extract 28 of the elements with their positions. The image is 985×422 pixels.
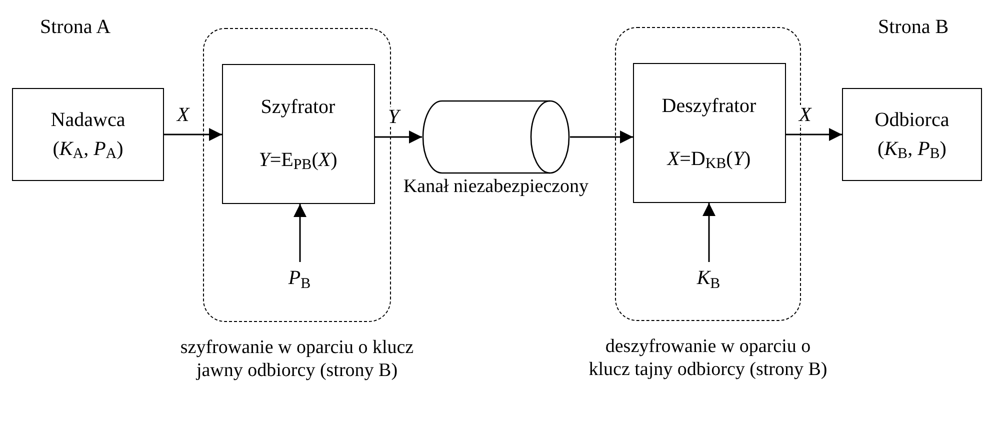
key-label: K$_{B}$ (696, 266, 720, 291)
process-box (842, 88, 982, 181)
process-box (222, 64, 374, 204)
formula: (K$_{A}$, P$_{A}$) (52, 136, 124, 162)
formula: (K$_{B}$, P$_{B}$) (878, 136, 946, 162)
process-box (12, 88, 164, 181)
process-box (632, 62, 786, 202)
block-title: Odbiorca (874, 108, 950, 132)
node-label: szyfrowanie w oparciu o klucz jawny odbiorcy (strony B) (180, 337, 414, 381)
block-title: Deszyfrator (662, 94, 756, 118)
block-title: Nadawca (50, 108, 126, 132)
node-label: deszyfrowanie w oparciu o klucz tajny odbiorcy (strony B) (588, 336, 828, 380)
arrow (164, 128, 222, 141)
arrow (786, 128, 842, 141)
edge-label: X (177, 104, 190, 126)
key-label: P$_{B}$ (288, 266, 311, 291)
node-label: Kanał niezabezpieczony (403, 176, 589, 197)
arrow (702, 203, 716, 262)
arrow (375, 130, 422, 144)
arrow (570, 130, 633, 144)
side-heading: Strona B (878, 16, 949, 38)
block-title: Szyfrator (260, 94, 336, 120)
arrow (294, 204, 306, 262)
formula: X=D$_{KB}$(Y) (667, 146, 751, 172)
edge-label: Y (388, 106, 400, 128)
side-heading: Strona A (40, 16, 111, 38)
formula: Y=E$_{PB}$(X) (258, 148, 338, 172)
edge-label: X (799, 104, 812, 126)
